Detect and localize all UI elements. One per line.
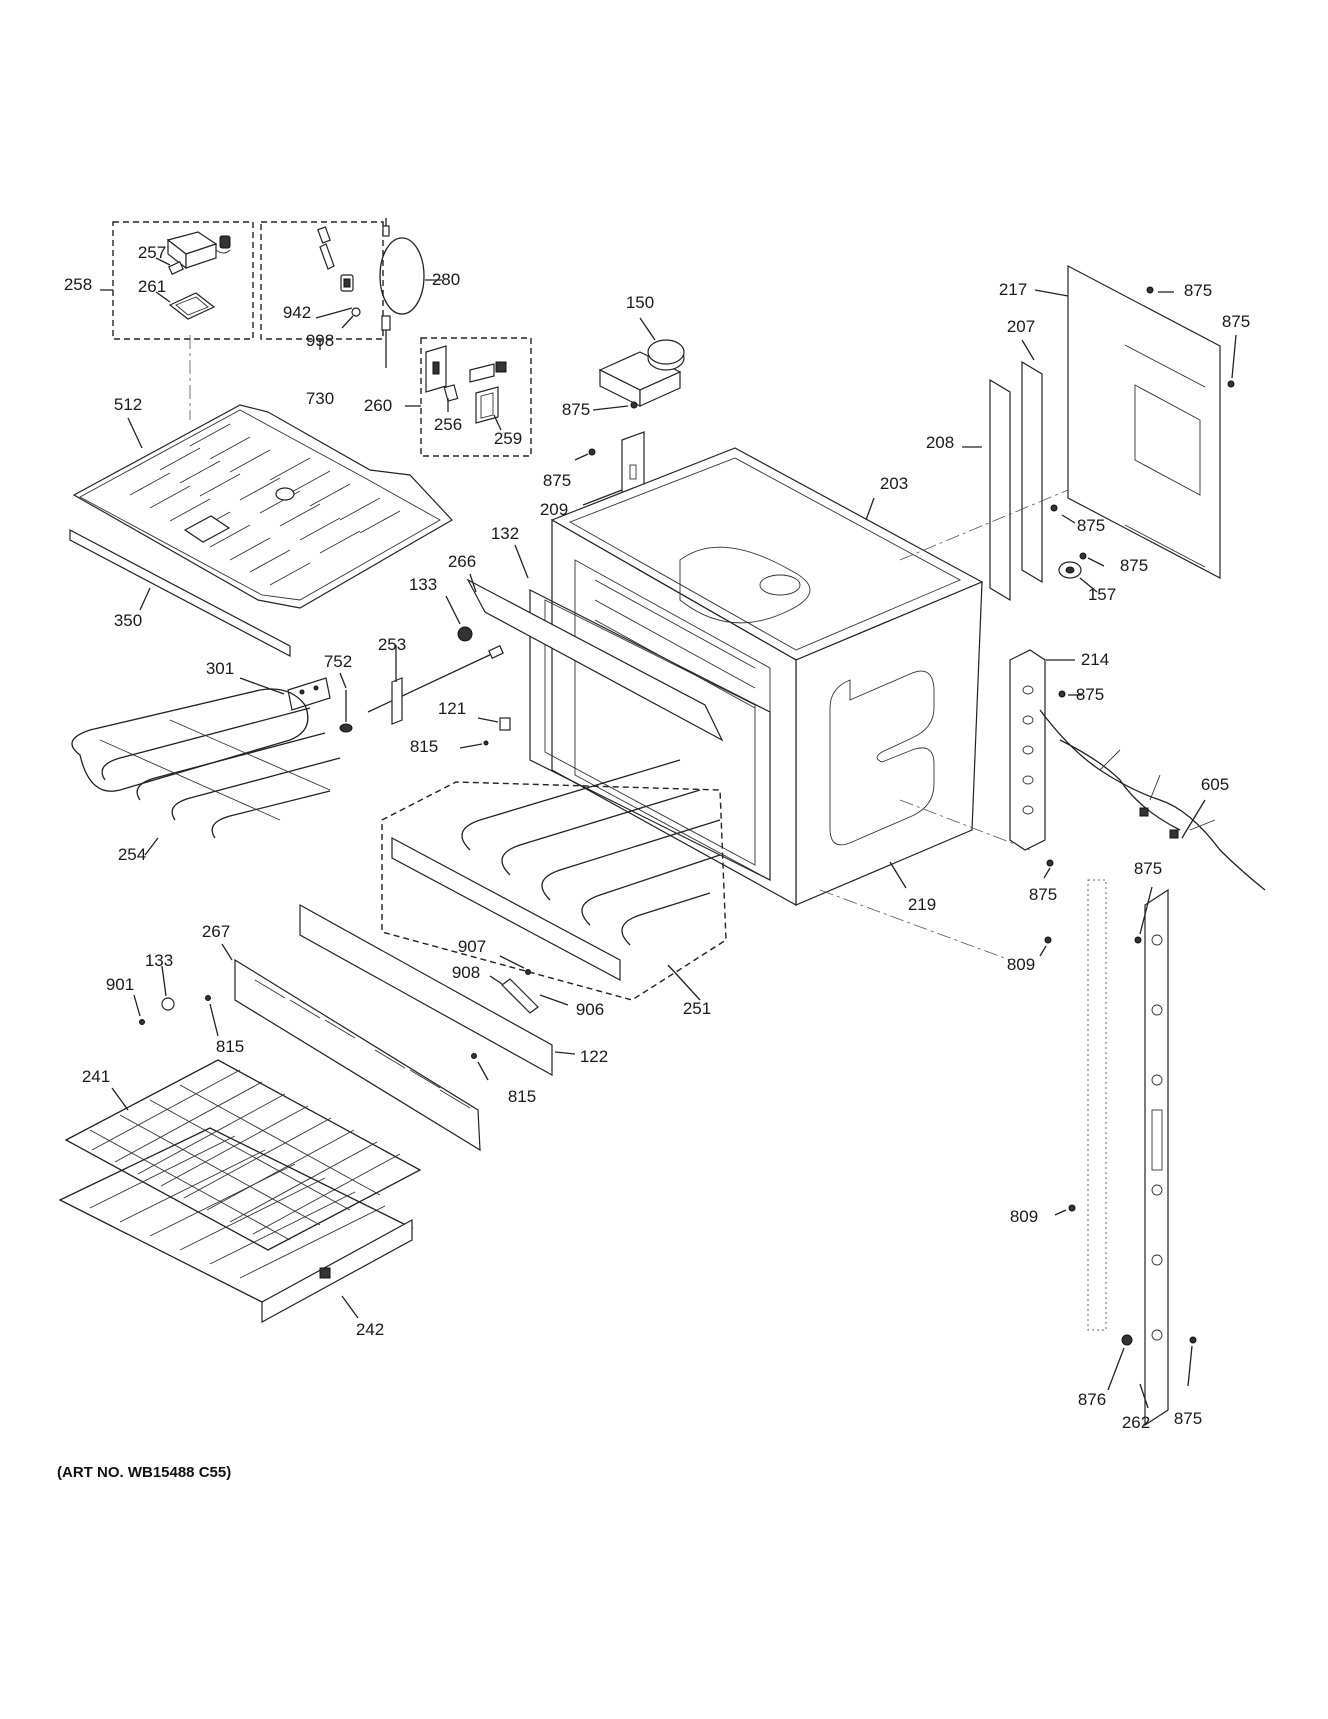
part-label-260: 260 [364, 396, 392, 415]
part-label-907: 907 [458, 937, 486, 956]
part-label-241: 241 [82, 1067, 110, 1086]
part-254-broil-element [71, 688, 341, 839]
part-label-219: 219 [908, 895, 936, 914]
part-150-door-lock-motor [598, 339, 685, 407]
part-label-901: 901 [106, 975, 134, 994]
part-label-809a: 809 [1007, 955, 1035, 974]
part-label-998: 998 [306, 331, 334, 350]
part-280-meat-probe [379, 218, 425, 368]
part-label-875g: 875 [1076, 685, 1104, 704]
part-label-251: 251 [683, 999, 711, 1018]
part-label-876: 876 [1078, 1390, 1106, 1409]
dotted-seal-strip [1087, 879, 1107, 1331]
part-label-267: 267 [202, 922, 230, 941]
part-label-258: 258 [64, 275, 92, 294]
kit-box-260 [420, 337, 532, 457]
part-label-121: 121 [438, 699, 466, 718]
part-label-253: 253 [378, 635, 406, 654]
part-730-probe-jack [317, 226, 354, 292]
part-876-screw [1121, 1334, 1133, 1346]
part-208-side-bracket [989, 378, 1011, 602]
part-label-150: 150 [626, 293, 654, 312]
part-label-203: 203 [880, 474, 908, 493]
part-207-side-bracket [1021, 360, 1043, 584]
part-label-301: 301 [206, 659, 234, 678]
part-label-256: 256 [434, 415, 462, 434]
part-261-gasket [168, 292, 216, 320]
part-133-grommet-lower [161, 997, 175, 1011]
part-998-ring [351, 307, 361, 317]
part-262-side-trim [1144, 888, 1169, 1427]
part-label-875j: 875 [1174, 1409, 1202, 1428]
part-label-512: 512 [114, 395, 142, 414]
part-label-209: 209 [540, 500, 568, 519]
part-label-133a: 133 [409, 575, 437, 594]
part-label-208: 208 [926, 433, 954, 452]
screw-875 [630, 401, 638, 409]
part-label-942: 942 [283, 303, 311, 322]
part-label-350: 350 [114, 611, 142, 630]
part-label-752: 752 [324, 652, 352, 671]
part-label-605: 605 [1201, 775, 1229, 794]
kit-box-258 [112, 221, 254, 340]
part-157-thermal-switch [1058, 561, 1082, 579]
part-label-132: 132 [491, 524, 519, 543]
part-label-875d: 875 [1222, 312, 1250, 331]
part-label-815b: 815 [216, 1037, 244, 1056]
part-label-217: 217 [999, 280, 1027, 299]
part-label-122: 122 [580, 1047, 608, 1066]
kit-box-730 [260, 221, 384, 340]
part-242-glide-rack [58, 1127, 414, 1324]
part-label-809b: 809 [1010, 1207, 1038, 1226]
part-257-connector-block [166, 231, 231, 275]
part-label-266: 266 [448, 552, 476, 571]
part-label-261: 261 [138, 277, 166, 296]
part-350-trim-strip [69, 529, 291, 657]
part-label-815c: 815 [508, 1087, 536, 1106]
part-label-257: 257 [138, 243, 166, 262]
part-122-trim-bar [299, 903, 553, 1077]
part-301-bracket [287, 677, 331, 711]
part-label-875e: 875 [1077, 516, 1105, 535]
part-260-latch-kit [425, 345, 507, 424]
part-label-214: 214 [1081, 650, 1109, 669]
part-266-trim [466, 578, 724, 742]
part-251-bake-element [391, 759, 721, 982]
part-121-probe-connector [499, 717, 511, 731]
part-label-875a: 875 [562, 400, 590, 419]
part-label-207: 207 [1007, 317, 1035, 336]
part-132-door-gasket [529, 589, 771, 881]
kit-box-251 [381, 781, 727, 1001]
part-label-875f: 875 [1120, 556, 1148, 575]
part-908-bracket [501, 978, 539, 1014]
part-label-815a: 815 [410, 737, 438, 756]
part-752-screw [339, 690, 353, 733]
part-label-242: 242 [356, 1320, 384, 1339]
part-512-top-cover [72, 404, 453, 609]
part-133-grommet [457, 626, 473, 642]
part-605-wire-harness [1039, 709, 1266, 891]
part-253-oven-sensor [367, 645, 504, 725]
part-label-280: 280 [432, 270, 460, 289]
part-label-906: 906 [576, 1000, 604, 1019]
part-241-oven-rack [64, 1059, 422, 1251]
part-label-875c: 875 [1184, 281, 1212, 300]
part-label-908: 908 [452, 963, 480, 982]
part-label-254: 254 [118, 845, 146, 864]
part-label-157: 157 [1088, 585, 1116, 604]
part-label-875i: 875 [1029, 885, 1057, 904]
part-214-vent-duct [1009, 649, 1046, 851]
part-217-back-panel [1067, 265, 1221, 579]
part-label-875h: 875 [1134, 859, 1162, 878]
part-label-875b: 875 [543, 471, 571, 490]
part-label-259: 259 [494, 429, 522, 448]
art-number: (ART NO. WB15488 C55) [57, 1464, 232, 1481]
part-number-labels: 257 258 261 942 998 730 280 260 256 259 150 875 875 2… [64, 243, 1250, 1432]
part-label-730: 730 [306, 389, 334, 408]
part-267-lower-trim [234, 958, 481, 1152]
part-label-133b: 133 [145, 951, 173, 970]
part-label-262: 262 [1122, 1413, 1150, 1432]
